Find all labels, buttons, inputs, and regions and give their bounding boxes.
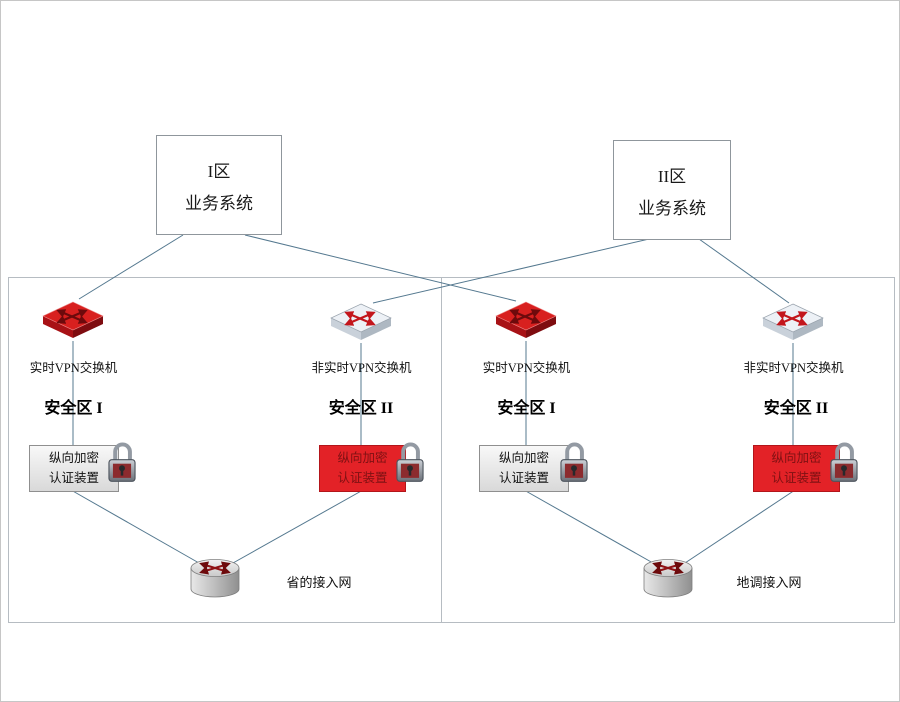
padlock-icon [560, 442, 588, 482]
realtime-switch-label: 实时VPN交换机 [29, 361, 118, 375]
encryption-device-box: 纵向加密 认证装置 [479, 445, 569, 492]
access-network-label: 地调接入网 [736, 575, 802, 590]
security-zone-1-label: 安全区 I [497, 400, 556, 417]
router-icon [190, 559, 240, 598]
encryption-device-box-red: 纵向加密 认证装置 [319, 445, 406, 492]
non-realtime-switch-label: 非实时VPN交换机 [743, 361, 844, 375]
encryption-device-box-red: 纵向加密 认证装置 [753, 445, 840, 492]
padlock-icon [108, 442, 136, 482]
regions-boundary-box [8, 277, 895, 623]
padlock-icon [396, 442, 424, 482]
zone2-title: II区 [657, 166, 687, 186]
zone1-subtitle: 业务系统 [185, 193, 253, 213]
zone2-subtitle: 业务系统 [638, 198, 706, 218]
padlock-icon [830, 442, 858, 482]
encryption-device-label-line2: 认证装置 [337, 470, 388, 485]
white-switch-icon [330, 303, 392, 340]
security-zone-2-label: 安全区 II [763, 400, 829, 417]
zone1-business-system-box: I区 业务系统 [156, 135, 282, 235]
non-realtime-switch-label: 非实时VPN交换机 [311, 361, 412, 375]
realtime-switch-label: 实时VPN交换机 [482, 361, 571, 375]
encryption-device-label-line1: 纵向加密 [48, 451, 99, 466]
encryption-device-label-line1: 纵向加密 [771, 451, 822, 466]
security-zone-1-label: 安全区 I [44, 400, 103, 417]
zone2-business-system-box: II区 业务系统 [613, 140, 731, 240]
encryption-device-label-line2: 认证装置 [771, 470, 822, 485]
access-network-label: 省的接入网 [286, 575, 352, 590]
router-icon [643, 559, 693, 598]
encryption-device-box: 纵向加密 认证装置 [29, 445, 119, 492]
zone1-title: I区 [207, 161, 231, 181]
encryption-device-label-line1: 纵向加密 [337, 451, 388, 466]
encryption-device-label-line2: 认证装置 [498, 470, 549, 485]
white-switch-icon [762, 303, 824, 340]
security-zone-2-label: 安全区 II [328, 400, 394, 417]
encryption-device-label-line1: 纵向加密 [498, 451, 549, 466]
red-switch-icon [495, 301, 557, 338]
encryption-device-label-line2: 认证装置 [48, 470, 99, 485]
region-divider-line [441, 277, 442, 623]
red-switch-icon [42, 301, 104, 338]
